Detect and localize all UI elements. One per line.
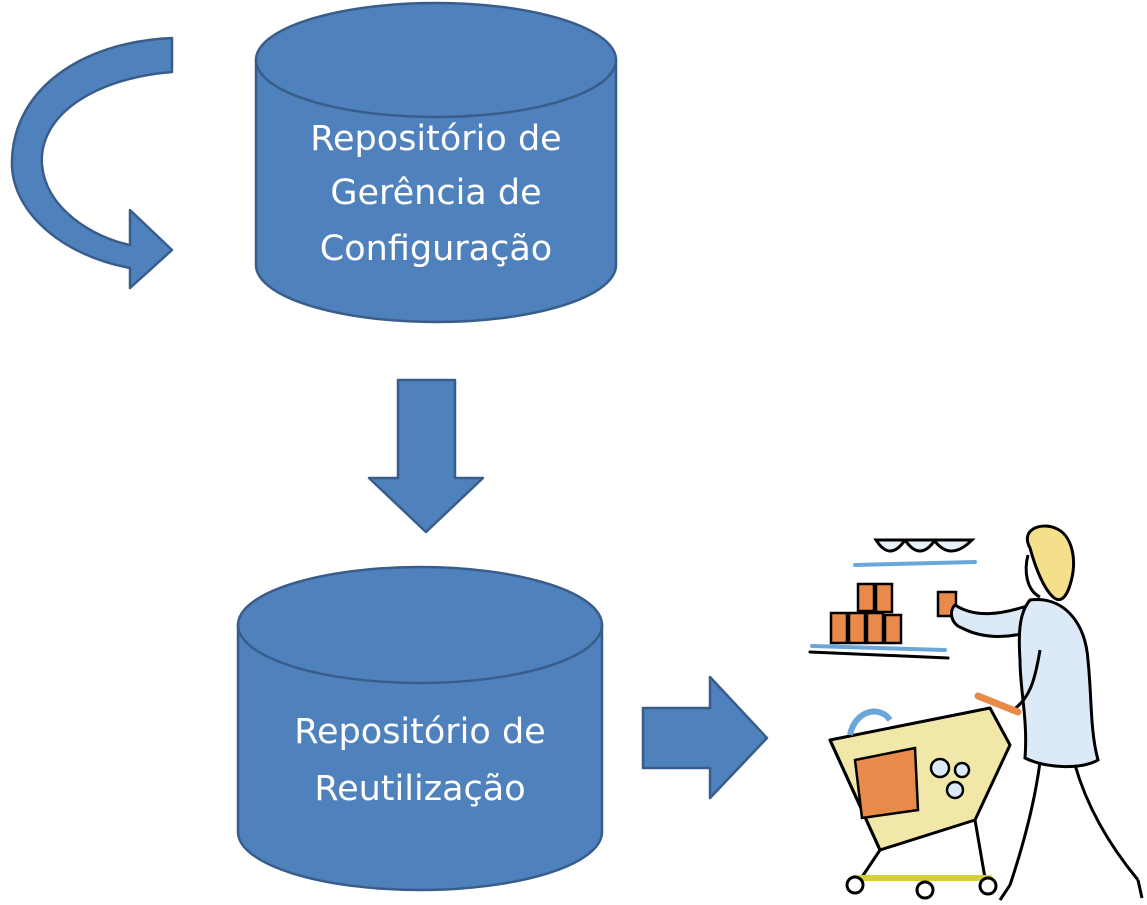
top-cylinder-label-line-3: Configuração	[320, 229, 552, 269]
reuse-repository-cylinder: Repositório de Reutilização	[236, 565, 604, 892]
bottom-cylinder-label-line-1: Repositório de	[294, 712, 545, 752]
top-cylinder-label-line-1: Repositório de	[310, 119, 561, 159]
down-arrow	[367, 378, 485, 534]
config-management-repository-cylinder: Repositório de Gerência de Configuração	[254, 1, 618, 324]
bowl-shelf	[853, 538, 977, 567]
can-shelf	[808, 582, 950, 660]
shopping-cart	[828, 692, 1022, 900]
bottom-cylinder-label-line-2: Reutilização	[314, 769, 525, 809]
top-cylinder-label-line-2: Gerência de	[330, 173, 541, 213]
right-arrow	[641, 675, 769, 800]
shopper-with-cart-icon	[808, 524, 1144, 901]
loop-arrow	[10, 36, 174, 290]
